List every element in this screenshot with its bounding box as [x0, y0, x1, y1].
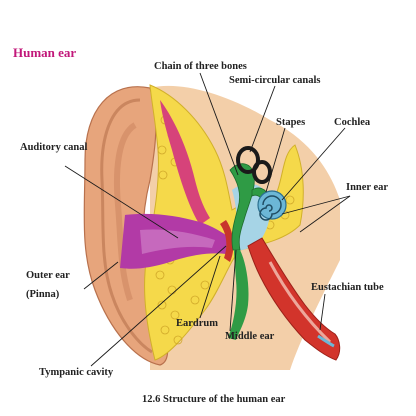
- leader-lines: [64, 72, 351, 367]
- middle-ear-green: [228, 250, 249, 340]
- label-stapes: Stapes: [276, 117, 306, 128]
- pinna-fold: [100, 98, 153, 354]
- eardrum: [220, 220, 234, 262]
- label-outer-ear: Outer ear: [26, 270, 70, 281]
- semicircular-canals: [236, 146, 272, 184]
- label-chain-of-three-bones: Chain of three bones: [154, 61, 247, 72]
- figure-caption: 12.6 Structure of the human ear: [142, 394, 286, 405]
- label-eardrum: Eardrum: [176, 318, 218, 329]
- tube-blue-lumen: [317, 334, 335, 348]
- label-pinna: (Pinna): [26, 289, 60, 300]
- label-tympanic-cavity: Tympanic cavity: [39, 367, 114, 378]
- pinna-inner-fold: [113, 122, 137, 301]
- label-inner-ear: Inner ear: [346, 182, 389, 193]
- auditory-canal-shade: [140, 229, 215, 254]
- diagram-title: Human ear: [13, 45, 77, 60]
- label-auditory-canal: Auditory canal: [20, 142, 88, 153]
- label-eustachian-tube: Eustachian tube: [311, 282, 384, 293]
- eustachian-tube-highlight: [268, 261, 332, 344]
- label-middle-ear: Middle ear: [225, 331, 275, 342]
- cochlea: [257, 190, 287, 221]
- canal-lining: [160, 100, 210, 225]
- label-cochlea: Cochlea: [334, 117, 371, 128]
- label-semi-circular-canals: Semi-circular canals: [229, 75, 321, 86]
